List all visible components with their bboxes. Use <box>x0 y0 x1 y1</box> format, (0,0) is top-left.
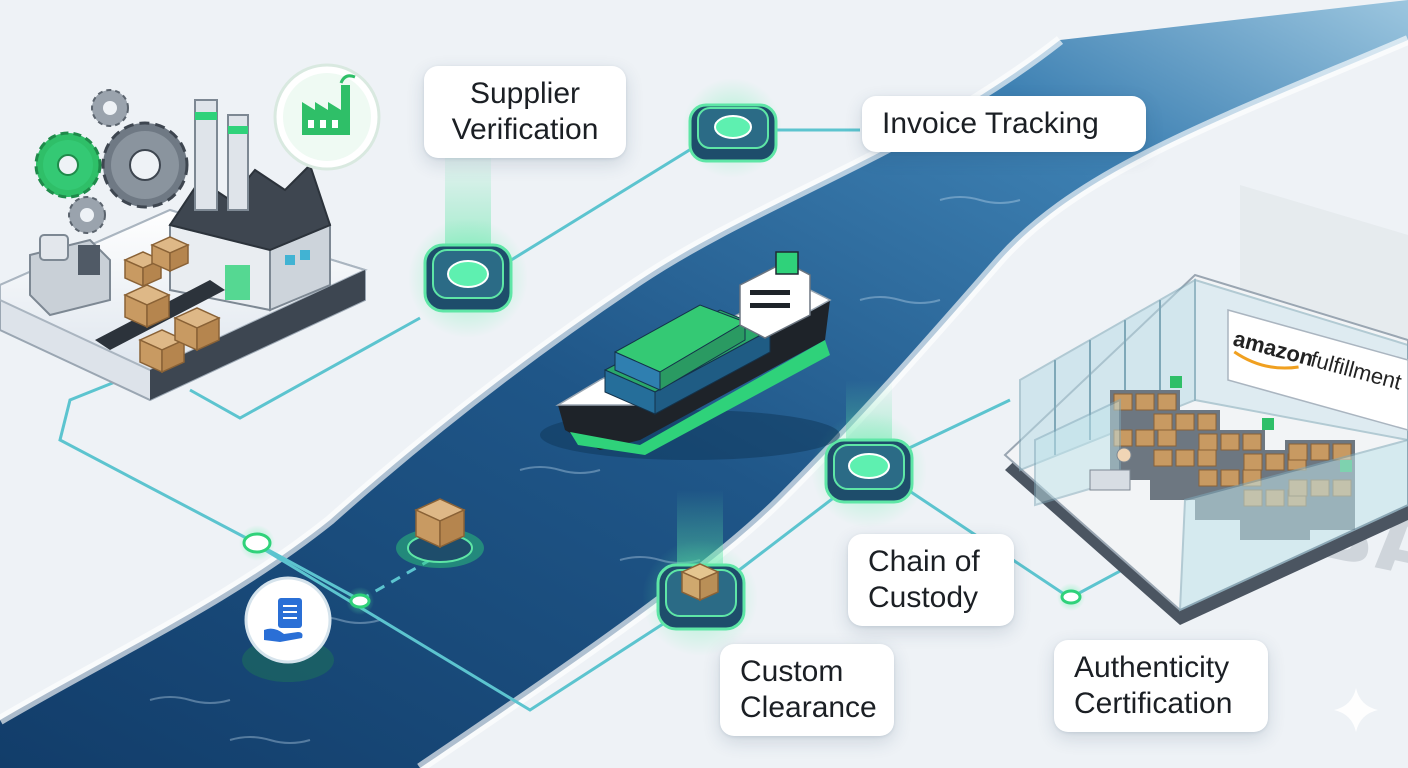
sparkle-icon <box>1334 688 1378 732</box>
package-box-icon <box>396 498 484 568</box>
river-bank-left <box>0 36 1064 725</box>
gear-icon <box>101 121 189 209</box>
label-invoice-tracking: Invoice Tracking <box>862 96 1146 152</box>
label-supplier-verification: Supplier Verification <box>424 66 626 158</box>
label-custom-clearance: Custom Clearance <box>720 644 894 736</box>
connector-dots <box>239 525 1085 615</box>
node-custom-clearance <box>642 490 758 656</box>
cargo-ship-icon <box>540 251 840 460</box>
label-authenticity-certification: Authenticity Certification <box>1054 640 1268 732</box>
label-chain-of-custody: Chain of Custody <box>848 534 1014 626</box>
node-invoice <box>682 78 782 178</box>
node-supplier <box>408 145 528 338</box>
gear-icon <box>91 89 129 127</box>
gear-icon <box>34 131 102 199</box>
package-box-icon <box>123 236 221 374</box>
document-hand-icon <box>242 576 334 682</box>
factory <box>0 99 368 402</box>
river-bank-right <box>417 35 1408 768</box>
amazon-fulfillment-sign: amazon fulfillment <box>1227 309 1408 431</box>
gear-icon <box>68 196 106 234</box>
factory-icon <box>273 63 381 171</box>
chimney <box>227 114 249 211</box>
node-chain-of-custody <box>811 380 927 528</box>
package-box-icon <box>680 563 720 602</box>
chimney <box>194 99 218 211</box>
